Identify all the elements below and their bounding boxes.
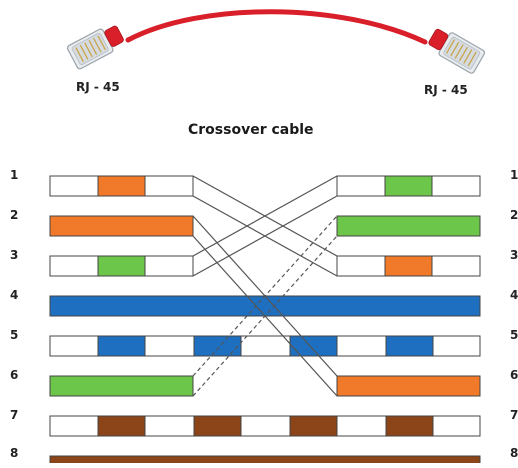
right-wire-stripe-green [384,175,433,197]
right-pin-label: 2 [510,208,518,222]
left-wire-green-solid-pin-6 [49,375,194,397]
left-pin-label: 1 [10,168,19,182]
right-pin-label: 4 [510,288,518,302]
left-wire-orange-solid-pin-2 [49,215,194,237]
wire-stripe-blue [97,335,146,357]
wire-stripe-brown [193,415,242,437]
wire-stripe-brown [97,415,146,437]
wire-brown-solid-pin-8 [49,455,481,468]
diagram-title: Crossover cable [188,122,314,138]
right-wire-orange-solid-pin-6 [336,375,481,397]
wire-stripe-blue [385,335,434,357]
crossing-line-pin-6-to-2 [192,235,338,397]
wire-stripe-blue [193,335,242,357]
crossing-connections [192,175,338,397]
crossing-line-pin-3-to-1 [192,175,338,257]
crossing-line-pin-3-to-1 [192,195,338,277]
left-pin-label: 7 [10,408,19,422]
left-pin-label: 3 [10,248,19,262]
right-wire-stripe-orange [384,255,433,277]
right-pin-label: 3 [510,248,518,262]
right-pin-label: 1 [510,168,518,182]
right-wire-column [336,175,481,397]
left-connector-label: RJ - 45 [76,80,120,94]
wire-blue-white-stripe-pin-5 [49,335,481,357]
left-pin-label: 4 [10,288,19,302]
wire-brown-white-stripe-pin-7 [49,415,481,437]
left-wire-stripe-green [97,255,146,277]
right-rj45-plug [428,28,486,74]
crossing-line-pin-6-to-2 [192,215,338,377]
left-rj45-plug [66,25,124,70]
wire-stripe-blue [289,335,338,357]
left-wire-column [49,175,481,468]
left-pin-label: 2 [10,208,19,222]
right-pin-label: 8 [510,446,518,460]
right-wire-green-solid-pin-2 [336,215,481,237]
left-wire-stripe-orange [97,175,146,197]
left-pin-label: 6 [10,368,19,382]
wire-stripe-brown [289,415,338,437]
left-pin-label: 5 [10,328,19,342]
right-pin-label: 7 [510,408,518,422]
wire-stripe-brown [385,415,434,437]
wire-blue-solid-pin-4 [49,295,481,317]
right-connector-label: RJ - 45 [424,83,468,97]
red-patch-cable [125,9,428,45]
right-pin-label: 6 [510,368,518,382]
right-pin-label: 5 [510,328,518,342]
left-pin-label: 8 [10,446,19,460]
